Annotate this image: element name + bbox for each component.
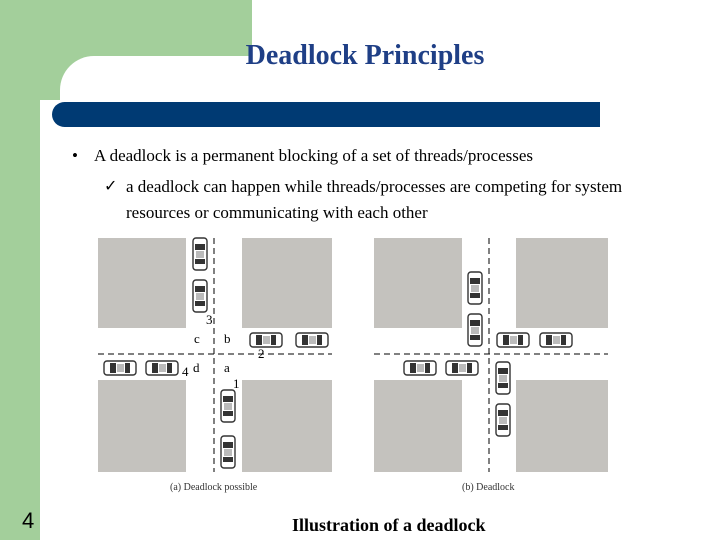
car-icon — [539, 332, 573, 348]
figure-caption: Illustration of a deadlock — [292, 515, 486, 535]
car-icon — [495, 403, 511, 437]
decorative-green-sidebar — [0, 0, 40, 540]
title-underline-bar — [52, 102, 600, 127]
city-block — [516, 380, 608, 472]
city-block — [242, 380, 332, 472]
slide-title: Deadlock Principles — [245, 40, 485, 71]
car-icon — [496, 332, 530, 348]
car-icon — [145, 360, 179, 376]
intersection-label-b: b — [224, 331, 231, 346]
car-number-3: 3 — [206, 312, 213, 327]
car-icon — [103, 360, 137, 376]
intersection-label-d: d — [193, 360, 200, 375]
car-number-2: 2 — [258, 346, 265, 361]
city-block — [242, 238, 332, 328]
slide-number: 4 — [22, 508, 35, 533]
intersection-label-c: c — [194, 331, 200, 346]
bullet-marker: • — [72, 146, 78, 165]
car-icon — [220, 435, 236, 469]
car-number-4: 4 — [182, 364, 189, 379]
car-number-1: 1 — [233, 376, 240, 391]
left-panel-label: (a) Deadlock possible — [170, 482, 258, 493]
city-block — [374, 238, 462, 328]
car-icon — [495, 361, 511, 395]
city-block — [374, 380, 462, 472]
car-icon — [192, 237, 208, 271]
intersection-label-a: a — [224, 360, 230, 375]
right-panel-label: (b) Deadlock — [462, 482, 514, 493]
car-icon — [403, 360, 437, 376]
car-icon — [220, 389, 236, 423]
check-icon: ✓ — [104, 176, 118, 195]
car-icon — [249, 332, 283, 348]
deadlock-illustration: c b d a 3 2 4 1 (a) Deadlock possible (b… — [98, 237, 608, 493]
right-panel: (b) Deadlock — [374, 238, 608, 493]
city-block — [516, 238, 608, 328]
bullet-text: A deadlock is a permanent blocking of a … — [94, 146, 534, 165]
car-icon — [467, 271, 483, 305]
city-block — [98, 380, 186, 472]
left-panel: c b d a 3 2 4 1 (a) Deadlock possible — [98, 237, 332, 493]
sub-bullet-text: a deadlock can happen while threads/proc… — [126, 177, 623, 222]
car-icon — [445, 360, 479, 376]
city-block — [98, 238, 186, 328]
car-icon — [295, 332, 329, 348]
car-icon — [192, 279, 208, 313]
car-icon — [467, 313, 483, 347]
